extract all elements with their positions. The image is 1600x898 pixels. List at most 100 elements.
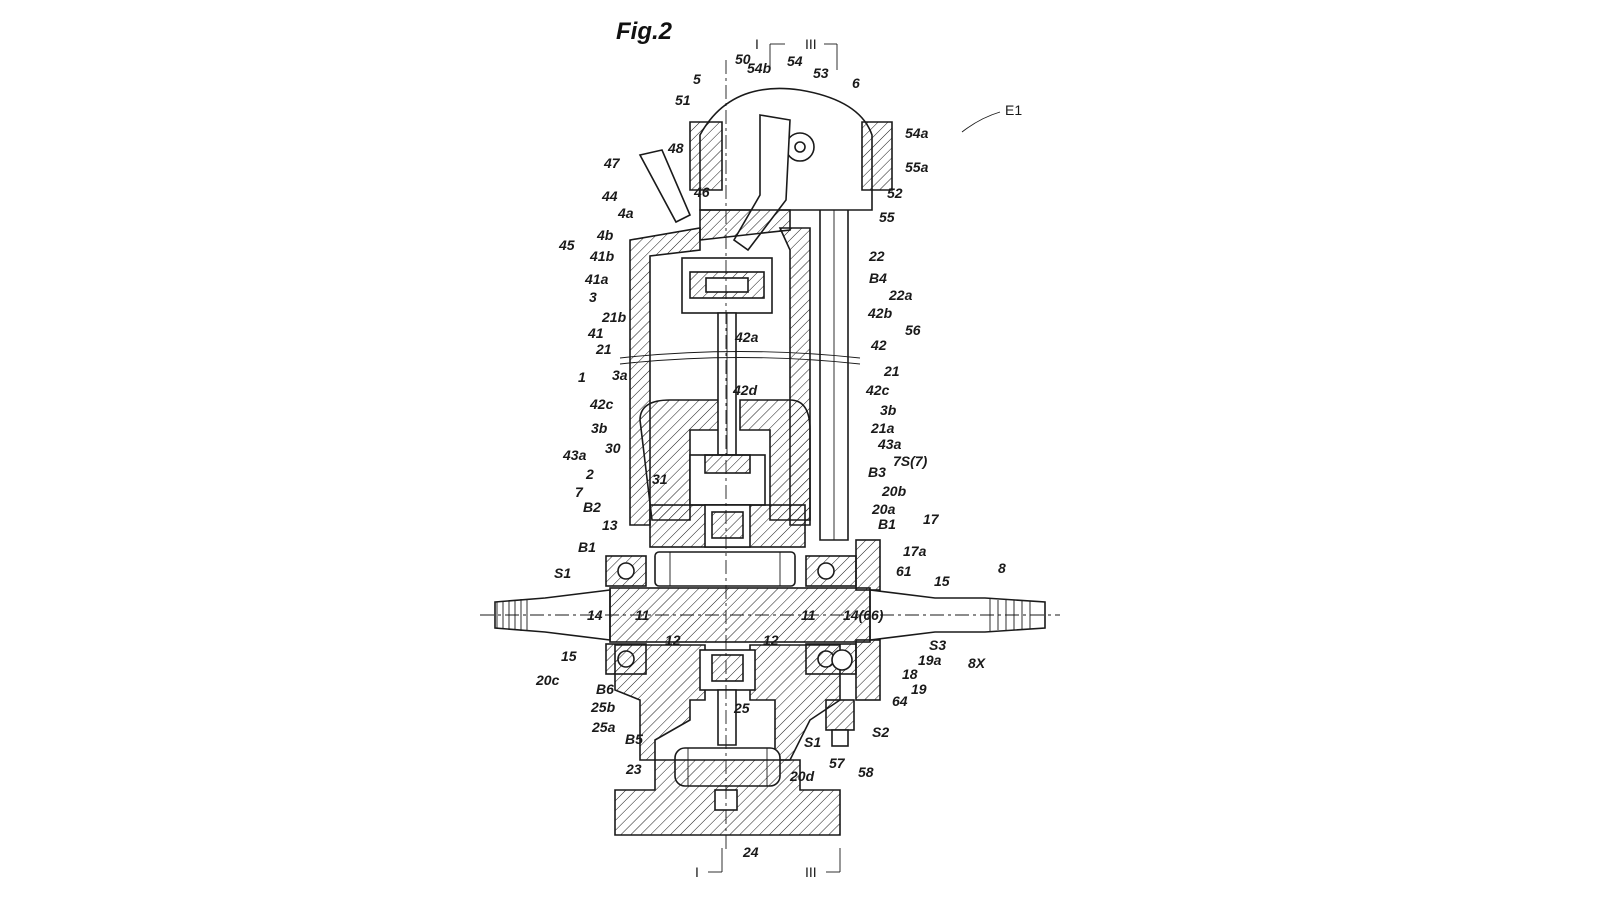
reference-numeral: 3b bbox=[880, 402, 897, 418]
section-marker-top-right: III bbox=[805, 36, 838, 70]
section-label-top-right: III bbox=[805, 36, 817, 52]
crankpin bbox=[654, 551, 796, 587]
reference-numeral: 55 bbox=[879, 209, 895, 225]
reference-numeral: 44 bbox=[601, 188, 618, 204]
reference-numeral: 18 bbox=[902, 666, 918, 682]
reference-numeral: 42c bbox=[589, 396, 614, 412]
reference-numeral: 47 bbox=[603, 155, 621, 171]
reference-numeral: S1 bbox=[554, 565, 571, 581]
piston-assembly bbox=[619, 257, 861, 456]
reference-numeral: 42a bbox=[734, 329, 759, 345]
reference-numeral: 21 bbox=[595, 341, 612, 357]
reference-numeral: 42 bbox=[870, 337, 887, 353]
reference-numeral: 22a bbox=[888, 287, 913, 303]
reference-numeral: 19a bbox=[918, 652, 942, 668]
reference-numeral: 14 bbox=[587, 607, 603, 623]
reference-numeral: 43a bbox=[877, 436, 902, 452]
reference-numeral: 45 bbox=[558, 237, 575, 253]
crosshead bbox=[649, 454, 806, 548]
break-line-upper bbox=[619, 351, 861, 359]
figure-title: Fig.2 bbox=[616, 18, 673, 45]
section-marker-top-left: I bbox=[755, 36, 785, 70]
reference-numeral: 21 bbox=[883, 363, 900, 379]
bearing-left-upper bbox=[605, 555, 647, 587]
reference-numeral: 21b bbox=[601, 309, 627, 325]
reference-numeral: 43a bbox=[562, 447, 587, 463]
reference-numeral: S2 bbox=[872, 724, 889, 740]
reference-numeral: 17a bbox=[903, 543, 927, 559]
reference-numeral: 3b bbox=[591, 420, 608, 436]
reference-numeral: 6 bbox=[852, 75, 860, 91]
reference-numeral: 20d bbox=[789, 768, 815, 784]
reference-numeral: 11 bbox=[635, 607, 650, 623]
reference-numeral: 54b bbox=[747, 60, 772, 76]
reference-numeral: 11 bbox=[801, 607, 816, 623]
reference-numeral: 17 bbox=[923, 511, 940, 527]
crankcase-upper-right bbox=[739, 399, 811, 521]
reference-numeral: 51 bbox=[675, 92, 691, 108]
reference-numeral: 61 bbox=[896, 563, 912, 579]
reference-numeral: 57 bbox=[829, 755, 846, 771]
reference-numeral: 20a bbox=[871, 501, 896, 517]
reference-numeral: S3 bbox=[929, 637, 946, 653]
reference-numeral: 42d bbox=[732, 382, 758, 398]
reference-numeral: 1 bbox=[578, 369, 586, 385]
reference-numeral: 8 bbox=[998, 560, 1006, 576]
reference-numeral: 41b bbox=[589, 248, 615, 264]
reference-numeral: 56 bbox=[905, 322, 921, 338]
reference-numeral: 42b bbox=[867, 305, 893, 321]
reference-numeral: B4 bbox=[869, 270, 887, 286]
reference-numeral: 19 bbox=[911, 681, 927, 697]
head-bolt-boss-right bbox=[861, 121, 893, 191]
reference-numeral: 31 bbox=[652, 471, 668, 487]
reference-numeral: 50 bbox=[735, 51, 751, 67]
crankshaft bbox=[480, 551, 1060, 643]
section-label-bottom-left: I bbox=[695, 864, 699, 880]
pump-body bbox=[825, 699, 855, 731]
pump-plug bbox=[831, 729, 849, 747]
reference-numeral: S1 bbox=[804, 734, 821, 750]
reference-numeral: 14(66) bbox=[843, 607, 884, 623]
reference-numeral: 42c bbox=[865, 382, 890, 398]
reference-numeral: B6 bbox=[596, 681, 614, 697]
reference-numeral: 55a bbox=[905, 159, 929, 175]
reference-numeral: 8X bbox=[968, 655, 987, 671]
reference-numeral: B3 bbox=[868, 464, 886, 480]
assembly-reference-label: E1 bbox=[1005, 102, 1022, 118]
reference-numeral: 25a bbox=[591, 719, 616, 735]
oil-pump bbox=[825, 649, 855, 747]
reference-numeral: 15 bbox=[561, 648, 577, 664]
reference-numeral: 25b bbox=[590, 699, 616, 715]
reference-numeral: 4b bbox=[596, 227, 614, 243]
reference-numeral: 53 bbox=[813, 65, 829, 81]
head-bolt-boss-left bbox=[689, 121, 723, 191]
reference-numeral: B5 bbox=[625, 731, 643, 747]
spark-plug bbox=[638, 149, 692, 224]
reference-numeral: 22 bbox=[868, 248, 885, 264]
reference-numeral: 5 bbox=[693, 71, 701, 87]
reference-numeral: 7S(7) bbox=[893, 453, 928, 469]
reference-numeral: B1 bbox=[578, 539, 596, 555]
reference-numeral: 3 bbox=[589, 289, 597, 305]
connecting-rod-lower bbox=[717, 689, 737, 746]
reference-numeral: 12 bbox=[665, 632, 681, 648]
reference-numeral: B1 bbox=[878, 516, 896, 532]
seal-housing-right-lower bbox=[855, 639, 881, 701]
reference-numeral: 64 bbox=[892, 693, 908, 709]
reference-numeral: 3a bbox=[612, 367, 628, 383]
reference-numeral: 58 bbox=[858, 764, 874, 780]
reference-numeral: 12 bbox=[763, 632, 779, 648]
cylinder-head bbox=[638, 87, 893, 252]
combustion-chamber-roof bbox=[699, 209, 791, 241]
reference-numeral: 25 bbox=[733, 700, 750, 716]
pump-gear bbox=[831, 649, 853, 671]
section-marker-bottom-left: I bbox=[695, 848, 723, 880]
reference-numeral: 48 bbox=[667, 140, 684, 156]
section-marker-bottom-right: III bbox=[805, 848, 841, 880]
lower-crankcase bbox=[614, 60, 841, 850]
reference-numeral: 20c bbox=[535, 672, 560, 688]
reference-numeral: 54a bbox=[905, 125, 929, 141]
seal-housing-right bbox=[855, 539, 881, 591]
